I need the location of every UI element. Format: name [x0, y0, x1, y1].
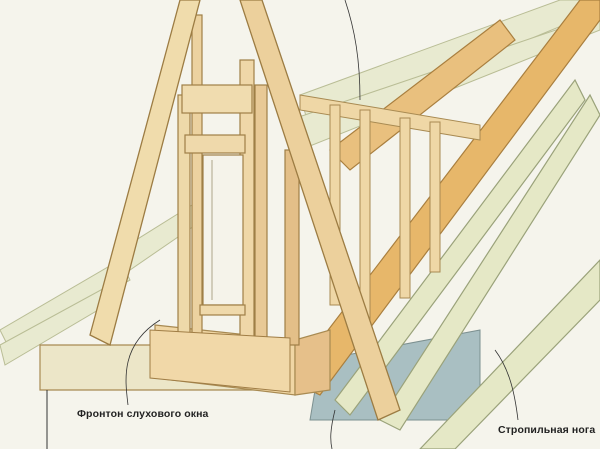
gable-sill — [149, 329, 291, 393]
leader-lines — [125, 0, 519, 449]
label-gable: Фронтон слухового окна — [77, 408, 209, 420]
gable-rafters — [89, 0, 401, 421]
rafters-right — [334, 78, 600, 449]
label-rafter: Стропильная нога — [498, 424, 596, 436]
gable-frame — [177, 14, 300, 346]
